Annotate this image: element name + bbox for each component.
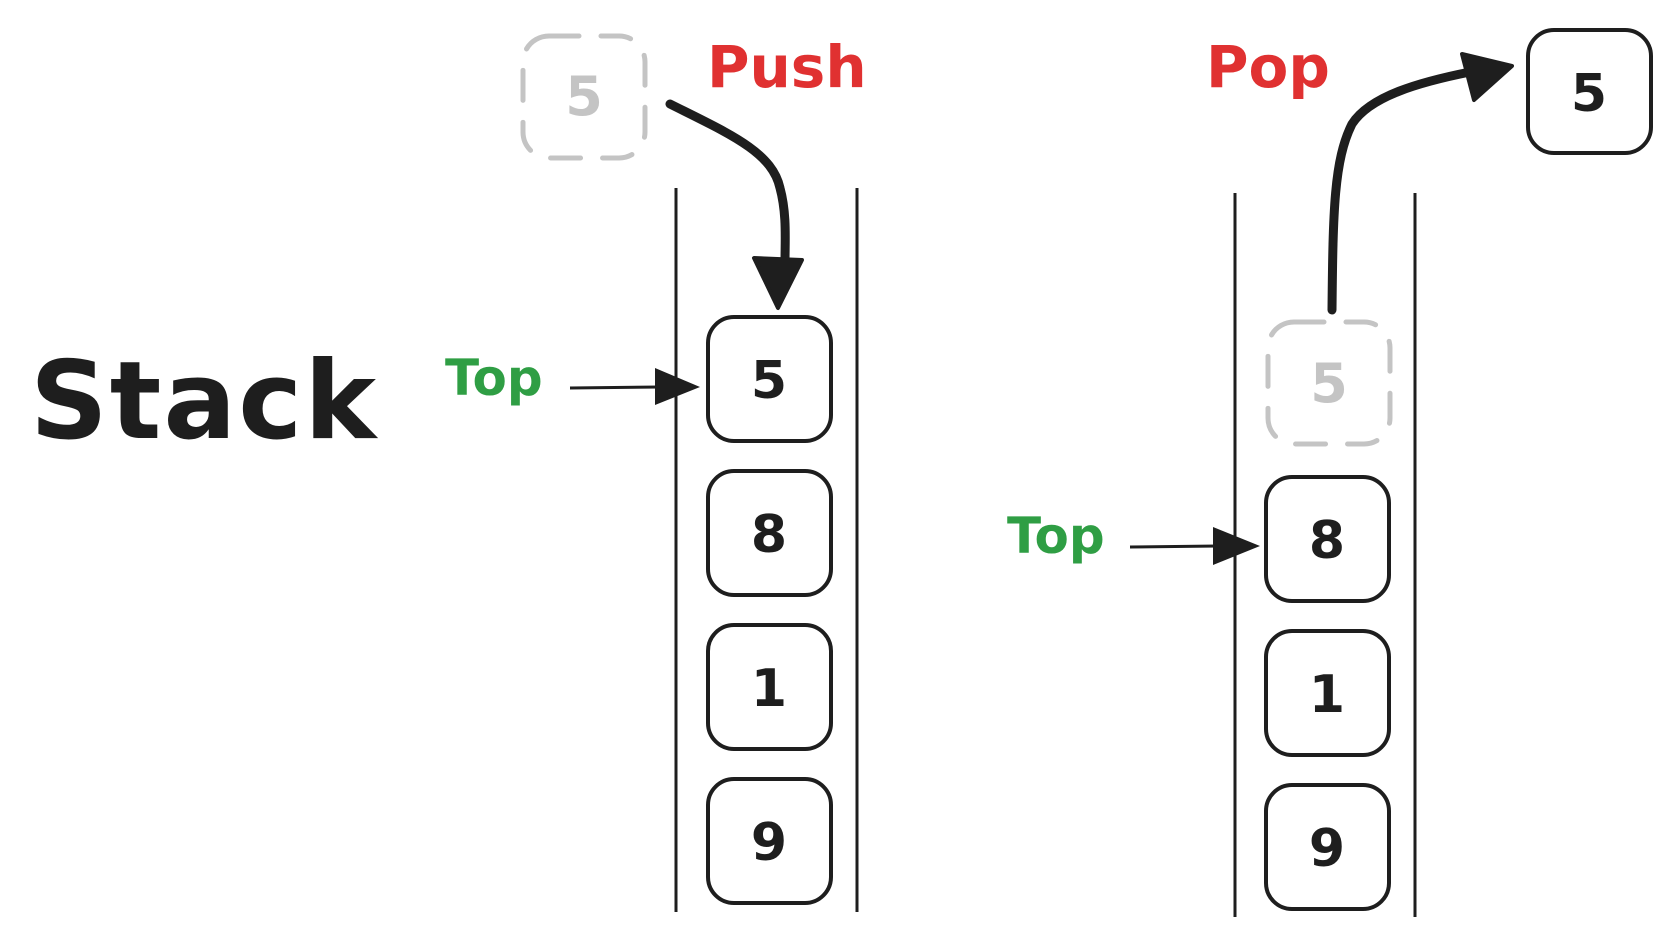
push-stack-item: 1: [706, 623, 833, 751]
popped-value: 5: [1571, 64, 1607, 124]
push-stack-item: 9: [706, 777, 833, 905]
push-arrow: [665, 99, 790, 267]
pop-label: Pop: [1206, 33, 1330, 101]
pop-stack-item: 1: [1264, 629, 1391, 757]
pop-stack-item: 8: [1264, 475, 1391, 603]
push-label: Push: [707, 33, 867, 101]
popped-value-box: 5: [1526, 28, 1653, 155]
push-incoming-ghost-box: 5: [520, 33, 648, 161]
page-title: Stack: [30, 339, 378, 464]
push-item-value: 5: [751, 351, 787, 411]
pop-arrow: [1327, 67, 1475, 315]
pop-top-pointer-head: [1213, 527, 1260, 565]
push-item-value: 8: [751, 505, 787, 565]
pop-item-value: 8: [1309, 511, 1345, 571]
push-top-label: Top: [445, 349, 543, 407]
push-stack-item: 5: [706, 315, 833, 443]
pop-top-label: Top: [1007, 507, 1105, 565]
pop-panel: Pop 5 5 Top 8 1 9: [1007, 28, 1653, 917]
push-item-value: 9: [751, 813, 787, 873]
pop-top-pointer: [1129, 544, 1219, 549]
push-item-value: 1: [751, 659, 787, 719]
pop-stack-item: 9: [1264, 783, 1391, 911]
push-panel: 5 Push Top 5 8 1 9: [445, 33, 867, 912]
pop-item-value: 1: [1309, 665, 1345, 725]
push-stack-item: 8: [706, 469, 833, 597]
push-top-pointer: [569, 385, 661, 390]
pop-arrow-head: [1460, 52, 1514, 102]
pop-removed-ghost-box: 5: [1265, 319, 1393, 447]
push-arrow-head: [752, 256, 804, 310]
pop-item-value: 9: [1309, 819, 1345, 879]
push-incoming-value: 5: [565, 65, 603, 128]
pop-removed-value: 5: [1310, 352, 1348, 415]
push-top-pointer-head: [655, 368, 700, 405]
